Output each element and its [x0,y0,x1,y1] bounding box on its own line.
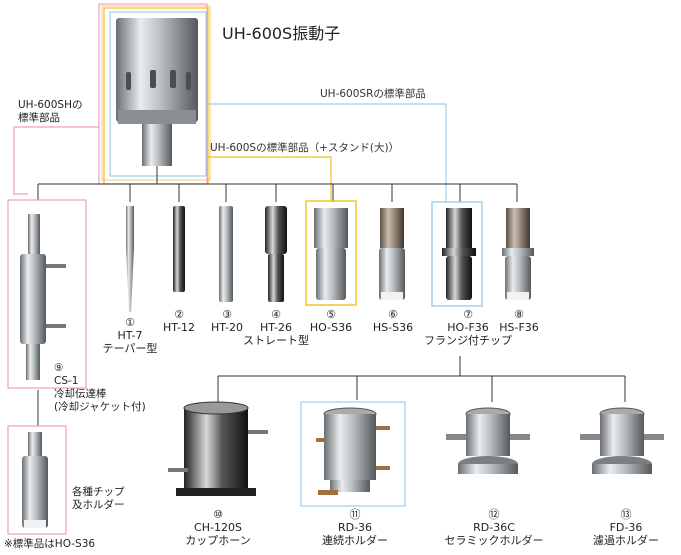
hof36-frame [431,201,483,307]
tip-label-ht7: ① HT-7 テーパー型 [100,316,160,355]
tip-name: HS-S36 [372,321,414,334]
tip-name: HT-7 [117,329,143,342]
holder-sub: セラミックホルダー [444,534,544,547]
holder-label-rd36: ⑪ RD-36 連続ホルダー [310,508,400,547]
tip-label-hss36: ⑥ HS-S36 [362,308,424,334]
standard-note: ※標準品はHO-S36 [4,538,96,550]
tip-name: HT-20 [211,321,243,334]
holder-name: FD-36 [609,521,643,534]
tip-num: ⑦ [463,308,473,321]
tip-num: ① [125,316,135,329]
sh-callout-line1: UH-600SHの [18,99,83,111]
holder-num: ⑩ [213,508,223,521]
cs1-frame [7,199,87,389]
hsf36-image [502,208,534,300]
holder-sub: 連続ホルダー [322,534,388,547]
holder-label-ch120s: ⑩ CH-120S カップホーン [176,508,260,547]
holder-label-rd36c: ⑫ RD-36C セラミックホルダー [438,508,550,547]
rd36c-image [446,407,530,474]
ht20-image [219,206,233,302]
tip-label-hsf36: ⑧ HS-F36 [488,308,550,334]
holder-num: ⑫ [488,508,500,521]
tip-num: ④ [271,308,281,321]
tip-label-hos36: ⑤ HO-S36 [300,308,362,334]
orange-frame [101,5,211,181]
sh-callout-line2: 標準部品 [18,112,60,124]
ht26-image [265,206,287,302]
holder-name: RD-36C [473,521,515,534]
tree-lines [37,166,626,426]
hos36-frame [305,200,357,306]
sh-connector [13,127,28,195]
tip-sub: フランジ付チップ [424,334,512,347]
tip-name: HO-S36 [309,321,353,334]
cs1-line2: (冷却ジャケット付) [54,401,146,413]
ht12-image [173,206,185,292]
tip-name: HT-26 [260,321,292,334]
tip-label-ht12: ② HT-12 [150,308,208,334]
tip-sub: ストレート型 [243,334,309,347]
cs1-image [20,214,66,380]
tip-sub: テーパー型 [102,342,158,355]
tip-num: ⑥ [388,308,398,321]
tip-name: HT-12 [163,321,195,334]
rd36-frame [300,401,406,507]
holder-name: RD-36 [337,521,373,534]
sr-callout: UH-600SRの標準部品 [320,88,426,100]
cs1-name: CS-1 [54,375,79,387]
tip-holder-label: 各種チップ 及ホルダー [72,486,125,512]
rd36-image [316,407,390,495]
page-title: UH-600S振動子 [222,24,341,43]
sr-frame [109,11,207,177]
tip-label-ht20: ③ HT-20 [198,308,256,334]
s-callout: UH-600Sの標準部品（+スタンド(大)） [210,142,400,154]
hof36-image [442,208,476,300]
tip-name: HS-F36 [499,321,539,334]
hos36-image [314,208,348,300]
tip-holder-line1: 各種チップ [72,486,125,498]
s-connector [207,156,332,201]
tip-name: HO-F36 [447,321,489,334]
holder-num: ⑬ [620,508,632,521]
cs1-line1: 冷却伝達棒 [54,388,107,400]
tip-num: ③ [222,308,232,321]
tip-num: ② [174,308,184,321]
holder-sub: 濾過ホルダー [593,534,659,547]
tip-holder-image [22,432,48,528]
fd36-image [580,407,664,474]
holder-name: CH-120S [194,521,242,534]
cs1-num: ⑨ [54,362,64,374]
holder-sub: カップホーン [185,534,251,547]
tip-holder-frame [7,425,67,535]
tip-num: ⑧ [514,308,524,321]
tip-label-ht26: ④ HT-26 ストレート型 [240,308,312,347]
hss36-image [379,208,405,300]
cs1-label: ⑨ CS-1 冷却伝達棒 (冷却ジャケット付) [54,362,146,414]
sr-connector [206,103,447,202]
holder-label-fd36: ⑬ FD-36 濾過ホルダー [578,508,674,547]
uh600s-transducer-image [116,18,198,166]
ch120s-image [168,401,268,496]
ht7-image [126,206,134,312]
tip-label-hof36: ⑦ HO-F36 フランジ付チップ [418,308,518,347]
sh-callout: UH-600SHの 標準部品 [18,99,82,125]
holder-num: ⑪ [349,508,361,521]
tip-num: ⑤ [326,308,336,321]
tip-holder-line2: 及ホルダー [72,499,125,511]
